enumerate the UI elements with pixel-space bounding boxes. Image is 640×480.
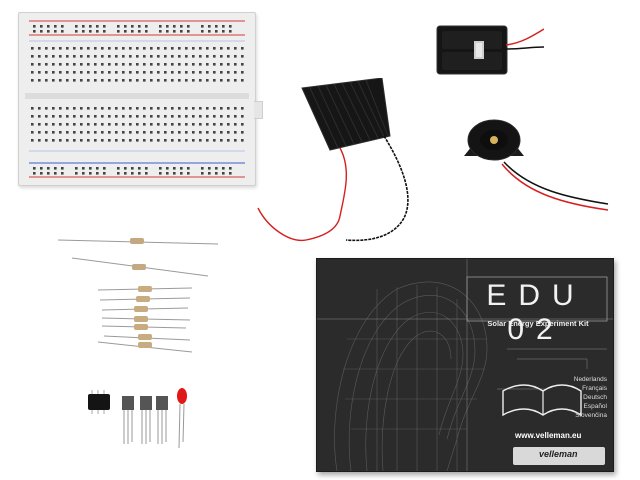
solar-cell [257,78,409,242]
kit-subtitle: Solar Energy Experiment Kit [487,319,589,328]
red-led [177,388,187,449]
battery-holder [436,25,544,75]
piezo-buzzer [464,119,609,211]
small-components [88,388,187,449]
breadboard [18,12,263,186]
brand-logo: velleman [513,447,605,465]
kit-url: www.velleman.eu [515,431,582,440]
resistor-set [58,238,219,353]
language-item: Deutsch [583,394,607,401]
language-list: Nederlands Français Deutsch Español Slov… [547,375,607,420]
language-item: Nederlands [573,376,607,383]
language-item: Slovenčina [575,412,607,419]
language-item: Français [582,385,607,392]
kit-title: EDU 02 [486,279,586,346]
brand-name: velleman [539,449,578,459]
kit-box: EDU 02 Solar Energy Experiment Kit Neder… [316,258,614,472]
resistor-lead-group [58,238,219,353]
box-artwork [317,259,613,471]
breadboard-tab [254,101,263,119]
ic-chip [88,394,110,410]
breadboard-holes [25,20,249,178]
language-item: Español [583,403,608,410]
